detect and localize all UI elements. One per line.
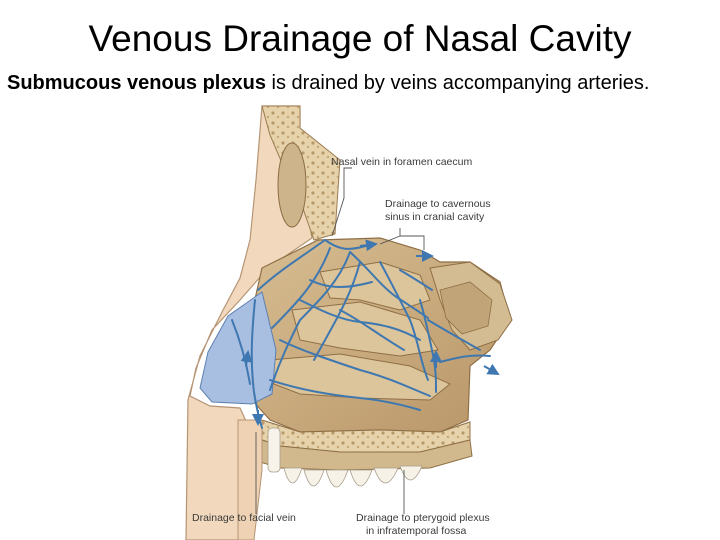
label-cavernous-line2: sinus in cranial cavity — [385, 211, 485, 223]
label-facial-vein: Drainage to facial vein — [192, 512, 296, 524]
upper-teeth — [283, 465, 423, 488]
incisor — [267, 427, 281, 473]
leader-lines — [255, 167, 425, 514]
leader-nasal-vein — [331, 167, 352, 237]
arrow-vestibule — [240, 350, 253, 367]
label-nasal-vein: Nasal vein in foramen caecum — [331, 156, 473, 168]
nasal-vestibule — [199, 291, 277, 405]
page-title: Venous Drainage of Nasal Cavity — [88, 18, 632, 59]
arrow-cavernous-1 — [359, 239, 378, 252]
label-pterygoid-line2: in infratemporal fossa — [366, 525, 467, 537]
drainage-arrows — [240, 239, 500, 426]
label-pterygoid-line1: Drainage to pterygoid plexus — [356, 512, 490, 524]
inferior-concha — [269, 353, 451, 401]
subtitle-rest: is drained by veins accompanying arterie… — [265, 72, 650, 94]
leader-cavernous — [399, 228, 425, 250]
page-subtitle: Submucous venous plexus is drained by ve… — [7, 72, 717, 95]
subtitle-bold-term: Submucous venous plexus — [7, 72, 266, 94]
label-cavernous-line1: Drainage to cavernous — [385, 198, 491, 210]
frontal-sinus — [277, 142, 307, 228]
arrow-pterygoid — [483, 363, 500, 375]
sphenoid-sinus — [439, 281, 493, 335]
leader-cavernous-left — [379, 235, 401, 245]
external-nose-skin — [185, 105, 313, 540]
